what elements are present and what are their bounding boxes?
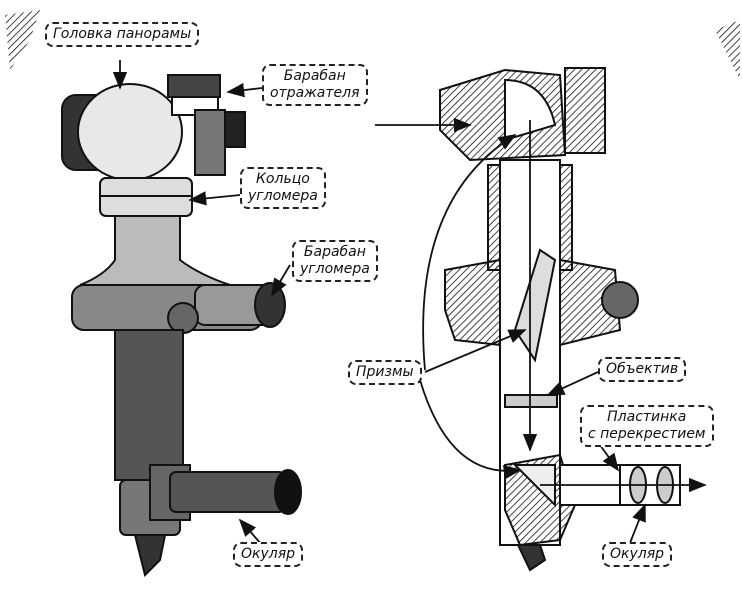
label-prisms: Призмы [348,360,422,385]
label-goniometer-drum: Барабан угломера [292,240,378,282]
label-line: Барабан [283,68,346,84]
sight-external-view [5,10,302,577]
label-panorama-head: Головка панорамы [45,22,200,47]
label-line: Пластинка [607,409,687,425]
label-reflector-drum: Барабан отражателя [262,64,368,106]
sight-cross-section [439,20,740,572]
label-line: Барабан [303,244,366,260]
label-goniometer-ring: Кольцо угломера [240,167,326,209]
light-path-arrows [112,60,707,546]
label-objective: Объектив [598,357,687,382]
label-line: угломера [248,188,318,204]
label-eyepiece-right: Окуляр [602,542,673,567]
label-reticle-plate: Пластинка с перекрестием [580,405,714,447]
label-line: угломера [300,261,370,277]
label-line: Кольцо [255,171,310,187]
label-line: отражателя [270,85,360,101]
label-eyepiece-left: Окуляр [233,542,304,567]
label-line: с перекрестием [588,426,706,442]
